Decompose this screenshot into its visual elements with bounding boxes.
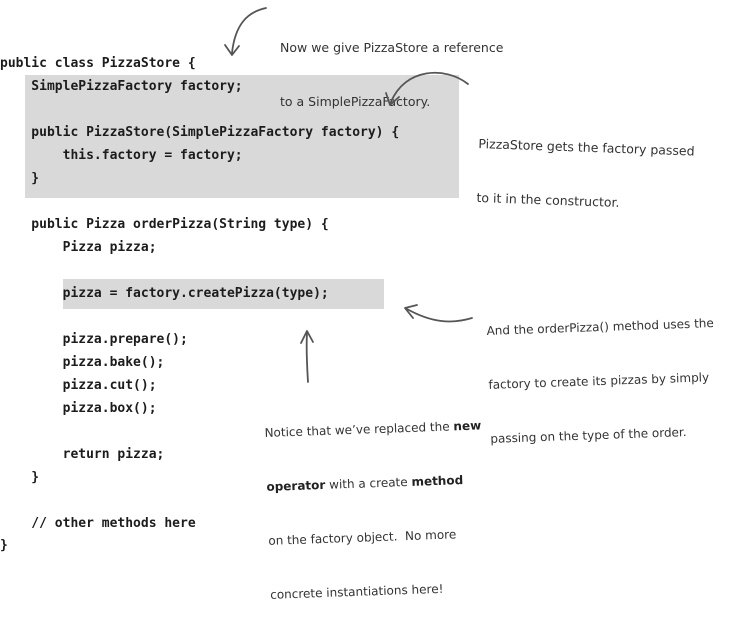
annotation-arrows (224, 7, 473, 383)
code-line: } (0, 171, 40, 186)
arrow-to-constructor-icon (390, 71, 469, 103)
code-line: // other methods here (0, 516, 196, 531)
code-line: this.factory = factory; (0, 148, 243, 163)
code-line: pizza = factory.createPizza(type); (0, 286, 329, 301)
arrow-to-create-call-icon (305, 332, 309, 383)
code-line: pizza.box(); (0, 401, 157, 416)
annotation-line: Now we give PizzaStore a reference (280, 40, 504, 55)
code-line: public Pizza orderPizza(String type) { (0, 217, 329, 232)
arrow-to-create-pizza-icon (406, 308, 473, 323)
code-line: } (0, 470, 40, 485)
code-line: SimplePizzaFactory factory; (0, 79, 243, 94)
code-line: pizza.cut(); (0, 378, 157, 393)
code-line: public class PizzaStore { (0, 56, 196, 71)
arrow-to-factory-field-icon (231, 7, 267, 54)
arrow-to-constructor-head-icon (385, 92, 400, 106)
arrow-to-create-call-head-icon (300, 330, 314, 344)
arrow-to-create-pizza-head-icon (404, 304, 418, 319)
create-pizza-highlight-box (63, 279, 384, 309)
arrow-to-factory-field-head-icon (224, 44, 240, 56)
code-line: } (0, 538, 8, 553)
annotation-top: Now we give PizzaStore a reference to a … (280, 3, 503, 129)
code-line: Pizza pizza; (0, 240, 157, 255)
annotation-line: to a SimplePizzaFactory. (280, 94, 431, 109)
code-line: return pizza; (0, 447, 165, 462)
code-line: pizza.prepare(); (0, 332, 188, 347)
code-line: public PizzaStore(SimplePizzaFactory fac… (0, 125, 400, 140)
code-line: pizza.bake(); (0, 355, 165, 370)
annotation-line: concrete instantiations here! (269, 581, 444, 602)
